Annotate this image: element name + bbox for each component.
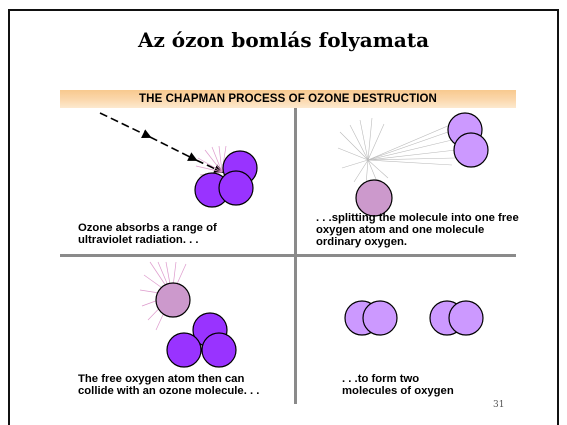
panel-collide-illustration	[140, 262, 236, 367]
oxygen-molecule	[448, 113, 488, 167]
ozone-atom	[219, 171, 253, 205]
caption-line: oxygen atom and one molecule	[316, 224, 519, 236]
caption-line: ultraviolet radiation. . .	[78, 234, 217, 246]
panel-form-illustration	[345, 301, 483, 335]
panel-form-caption: . . .to form two molecules of oxygen	[342, 373, 454, 397]
ozone-atom	[167, 333, 201, 367]
panel-split-caption: . . .splitting the molecule into one fre…	[316, 212, 519, 248]
caption-line: molecules of oxygen	[342, 385, 454, 397]
caption-line: . . .to form two	[342, 373, 454, 385]
uv-arrow-2	[150, 137, 196, 160]
uv-radiation-arrows	[100, 113, 222, 172]
oxygen-atom	[449, 301, 483, 335]
ozone-atom	[202, 333, 236, 367]
ozone-molecule	[195, 151, 257, 207]
oxygen-molecule	[345, 301, 397, 335]
panel-absorb-illustration	[100, 113, 257, 207]
oxygen-atom	[363, 301, 397, 335]
caption-line: . . .splitting the molecule into one fre…	[316, 212, 519, 224]
free-oxygen-atom	[356, 180, 392, 216]
caption-line: The free oxygen atom then can	[78, 373, 259, 385]
oxygen-atom	[454, 133, 488, 167]
caption-line: collide with an ozone molecule. . .	[78, 385, 259, 397]
panel-collide-caption: The free oxygen atom then can collide wi…	[78, 373, 259, 397]
page-number: 31	[493, 400, 504, 410]
caption-line: Ozone absorbs a range of	[78, 222, 217, 234]
ozone-molecule	[167, 313, 236, 367]
split-rays	[338, 118, 456, 185]
oxygen-molecule	[430, 301, 483, 335]
panel-split-illustration	[338, 113, 488, 216]
panel-absorb-caption: Ozone absorbs a range of ultraviolet rad…	[78, 222, 217, 246]
absorption-rays	[196, 146, 226, 175]
caption-line: ordinary oxygen.	[316, 236, 519, 248]
free-oxygen-atom	[156, 283, 190, 317]
uv-arrow-1	[100, 113, 150, 137]
